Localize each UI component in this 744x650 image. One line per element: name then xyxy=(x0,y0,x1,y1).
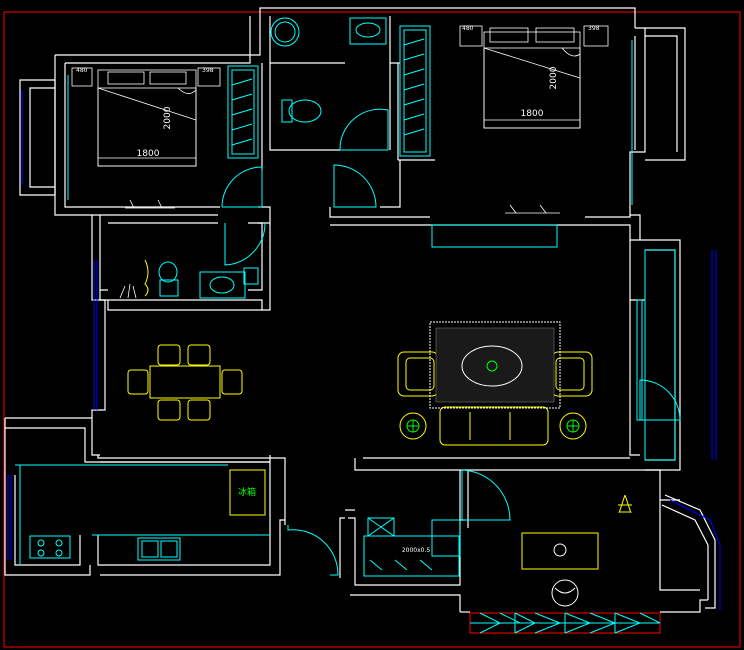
bed-right-length: 2000 xyxy=(549,66,559,89)
nightstand-right-2: 398 xyxy=(588,25,600,32)
plants xyxy=(406,360,580,433)
entry-cabinet-label: 2000x0.5 xyxy=(402,547,431,554)
bed-left xyxy=(71,67,221,209)
nightstand-left-2: 398 xyxy=(202,67,214,74)
drawing-border xyxy=(3,11,741,648)
study-desk xyxy=(521,532,599,570)
rug xyxy=(429,321,561,409)
nightstand-left-1: 480 xyxy=(76,67,88,74)
plant-study xyxy=(618,494,632,514)
bed-left-width: 1800 xyxy=(137,149,160,159)
nightstand-right-1: 480 xyxy=(462,25,474,32)
windows xyxy=(7,90,721,610)
dining-set xyxy=(127,344,243,421)
bed-right xyxy=(459,25,609,214)
fridge xyxy=(229,469,266,516)
fixtures xyxy=(15,17,681,634)
sofa-set xyxy=(397,351,593,446)
study-chair xyxy=(551,579,579,607)
bathroom-plant xyxy=(119,283,137,299)
bed-right-width: 1800 xyxy=(521,109,544,119)
bed-left-length: 2000 xyxy=(163,106,173,129)
bathroom-shower xyxy=(144,259,149,297)
fridge-label: 冰箱 xyxy=(238,486,256,498)
